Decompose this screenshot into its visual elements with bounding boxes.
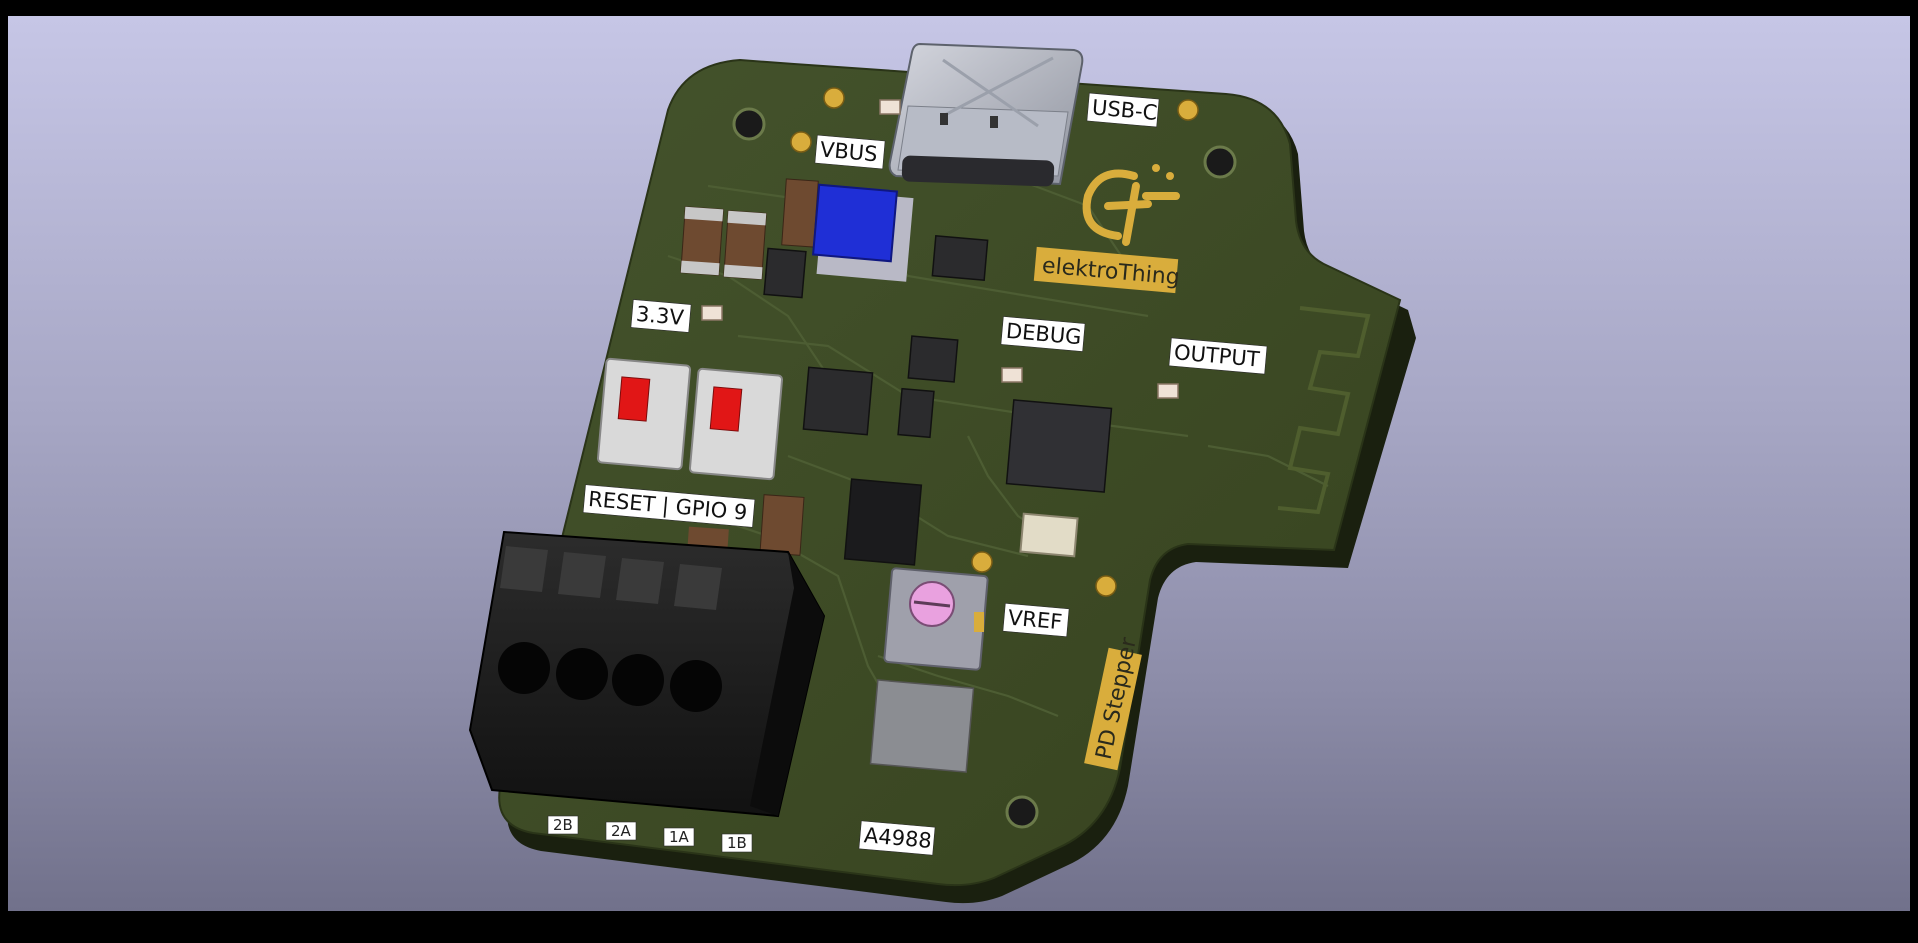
blue-inductor [812,183,914,282]
terminal-pin-labels: 2B 2A 1A 1B [547,815,753,853]
antenna-trace [1277,306,1371,515]
label-usb-c: USB-C [1091,95,1158,125]
silkscreen-labels: USB-C VBUS 3.3V DEBUG OUTPUT RESET | GPI… [582,92,1268,856]
mounting-holes [732,107,1237,829]
pin-label-2a: 2A [611,822,632,840]
tactile-buttons [596,357,784,481]
capacitors [680,178,819,556]
crystal [1019,512,1079,558]
test-pads [790,87,1199,597]
pcb-3d-viewport: elektroThing [8,16,1910,911]
screw-terminal-block [468,530,826,818]
pin-label-1b: 1B [727,834,747,852]
label-a4988: A4988 [863,823,933,853]
label-3v3: 3.3V [635,302,685,330]
usb-c-connector [888,42,1084,187]
ic-packages [763,234,1113,773]
vref-potentiometer [883,567,989,671]
label-vref: VREF [1007,606,1063,635]
pin-label-1a: 1A [669,828,690,846]
leds [701,99,1179,399]
pcb-render: elektroThing [468,42,1416,904]
elektrothing-logo [1082,164,1180,246]
pin-label-2b: 2B [553,816,573,834]
label-vbus: VBUS [819,137,878,166]
